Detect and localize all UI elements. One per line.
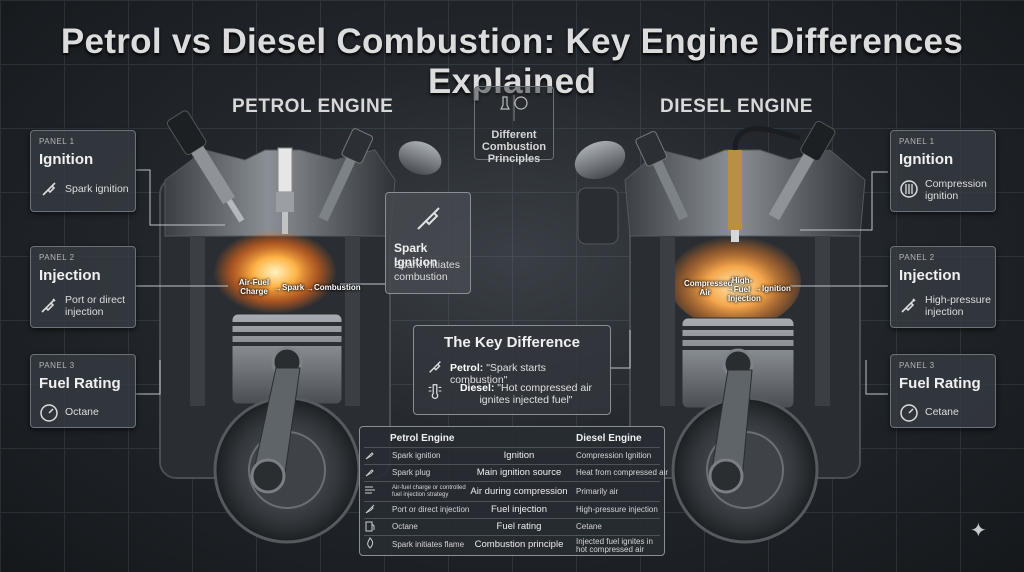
- petrol-cell: Spark ignition: [392, 451, 441, 460]
- petrol-cell: Spark plug: [392, 468, 431, 477]
- table-row: Spark initiates flame Combustion princip…: [364, 535, 660, 556]
- key-difference-diesel: Diesel: "Hot compressed air ignites inje…: [448, 382, 604, 406]
- petrol-cell: Port or direct injection: [392, 505, 470, 514]
- petrol-cell: Spark initiates flame: [392, 540, 465, 549]
- panel-text: High-pressure injection: [925, 294, 991, 318]
- gauge-icon: [900, 404, 918, 422]
- petrol-flow-combustion: Combustion: [314, 283, 361, 292]
- sparkle-icon: ✦: [970, 520, 987, 542]
- spark-plug-icon: [42, 182, 56, 196]
- different-combustion-principles-note: Different Combustion Principles: [474, 86, 554, 165]
- injector-icon: [41, 298, 56, 313]
- injector-icon: [365, 504, 375, 514]
- aspect-cell: Main ignition source: [476, 467, 562, 478]
- page-title: Petrol vs Diesel Combustion: Key Engine …: [60, 22, 964, 101]
- petrol-panel-injection: PANEL 2 Injection Port or direct injecti…: [30, 246, 136, 328]
- diesel-cell: Injected fuel ignites in hot compressed …: [576, 537, 653, 554]
- callout-title: Spark Ignition: [394, 241, 438, 269]
- petrol-engine-heading: PETROL ENGINE: [232, 96, 394, 117]
- panel-number: PANEL 3: [39, 361, 75, 370]
- diesel-cell: Cetane: [576, 522, 602, 531]
- panel-title: Fuel Rating: [899, 375, 981, 392]
- panel-text: Cetane: [925, 406, 959, 418]
- petrol-label: Petrol:: [450, 362, 484, 374]
- petrol-flow-air-fuel: Air-Fuel Charge: [238, 278, 270, 296]
- diesel-engine-illustration: [574, 120, 866, 544]
- diesel-cell: Compression Ignition: [576, 451, 652, 460]
- diesel-cell: Heat from compressed air: [576, 468, 669, 477]
- diesel-engine-heading: DIESEL ENGINE: [660, 96, 813, 117]
- panel-title: Injection: [39, 267, 101, 284]
- petrol-flow-spark: Spark: [282, 283, 305, 292]
- diesel-flow-compressed-air: Compressed Air: [684, 279, 733, 297]
- panel-number: PANEL 1: [899, 137, 935, 146]
- petrol-cell: Air-fuel charge or controlled fuel injec…: [392, 485, 466, 498]
- comparison-icon: [500, 95, 528, 121]
- petrol-flow-arrow-1: →: [274, 284, 282, 293]
- diesel-panel-fuel-rating: PANEL 3 Fuel Rating Cetane: [890, 354, 996, 428]
- panel-text: Spark ignition: [65, 183, 129, 195]
- spark-plug-icon: [429, 361, 441, 373]
- diesel-flow-arrow-1: →: [726, 284, 734, 293]
- diesel-label: Diesel:: [459, 382, 495, 394]
- gauge-icon: [40, 404, 58, 422]
- spark-plug-icon: [417, 207, 440, 230]
- key-difference-title: The Key Difference: [444, 334, 580, 351]
- aspect-cell: Air during compression: [470, 486, 568, 497]
- aspect-cell: Combustion principle: [474, 539, 564, 550]
- aspect-cell: Ignition: [503, 450, 535, 461]
- callout-text: Spark initiates combustion: [394, 259, 460, 283]
- petrol-cell: Octane: [392, 522, 418, 531]
- key-difference-box: The Key Difference Petrol: "Spark starts…: [413, 325, 611, 415]
- diesel-cell: Primarily air: [576, 487, 619, 496]
- panel-number: PANEL 1: [39, 137, 75, 146]
- petrol-column-header: Petrol Engine: [390, 433, 455, 444]
- spark-ignition-callout: Spark Ignition Spark initiates combustio…: [385, 192, 471, 294]
- panel-title: Ignition: [899, 151, 954, 168]
- panel-text: Compression ignition: [925, 178, 987, 202]
- panel-number: PANEL 3: [899, 361, 935, 370]
- comparison-table: Petrol Engine Diesel Engine Spark igniti…: [359, 426, 668, 556]
- table-row: Air-fuel charge or controlled fuel injec…: [364, 481, 660, 502]
- flame-icon: [367, 537, 374, 549]
- petrol-text: "Spark starts combustion": [450, 362, 546, 386]
- panel-text: Port or direct injection: [65, 294, 126, 318]
- fuel-pump-icon: [365, 521, 375, 532]
- diesel-flow-injection: High-Fuel Injection: [728, 276, 761, 303]
- diesel-cell: High-pressure injection: [576, 505, 658, 514]
- panel-text: Octane: [65, 406, 99, 418]
- air-flow-icon: [365, 486, 375, 494]
- diesel-column-header: Diesel Engine: [576, 433, 642, 444]
- connector-lines: [136, 169, 888, 395]
- panel-title: Injection: [899, 267, 961, 284]
- diesel-flow-ignition: Ignition: [762, 284, 791, 293]
- diesel-panel-ignition: PANEL 1 Ignition Compression ignition: [890, 130, 996, 212]
- table-row: Spark ignition Ignition Compression Igni…: [364, 447, 660, 465]
- panel-title: Fuel Rating: [39, 375, 121, 392]
- spark-plug-icon: [365, 469, 374, 477]
- thermometer-icon: [428, 384, 442, 400]
- petrol-engine-illustration: [159, 110, 442, 544]
- diesel-panel-injection: PANEL 2 Injection High-pressure injectio…: [890, 246, 996, 328]
- panel-number: PANEL 2: [39, 253, 75, 262]
- petrol-panel-ignition: PANEL 1 Ignition Spark ignition: [30, 130, 136, 212]
- compression-icon: [900, 180, 918, 198]
- petrol-flow-arrow-2: →: [306, 284, 314, 293]
- diesel-text: "Hot compressed air ignites injected fue…: [479, 382, 593, 406]
- spark-plug-icon: [365, 452, 374, 460]
- diesel-flow-arrow-2: →: [754, 284, 762, 293]
- petrol-panel-fuel-rating: PANEL 3 Fuel Rating Octane: [30, 354, 136, 428]
- injector-icon: [901, 298, 916, 313]
- panel-title: Ignition: [39, 151, 94, 168]
- table-row: Port or direct injection Fuel injection …: [364, 501, 660, 519]
- aspect-cell: Fuel injection: [491, 504, 547, 515]
- table-row: Octane Fuel rating Cetane: [364, 518, 660, 536]
- aspect-cell: Fuel rating: [496, 521, 542, 532]
- table-row: Spark plug Main ignition source Heat fro…: [364, 464, 668, 482]
- panel-number: PANEL 2: [899, 253, 935, 262]
- key-difference-petrol: Petrol: "Spark starts combustion": [450, 362, 606, 386]
- center-note-text: Different Combustion Principles: [481, 129, 547, 165]
